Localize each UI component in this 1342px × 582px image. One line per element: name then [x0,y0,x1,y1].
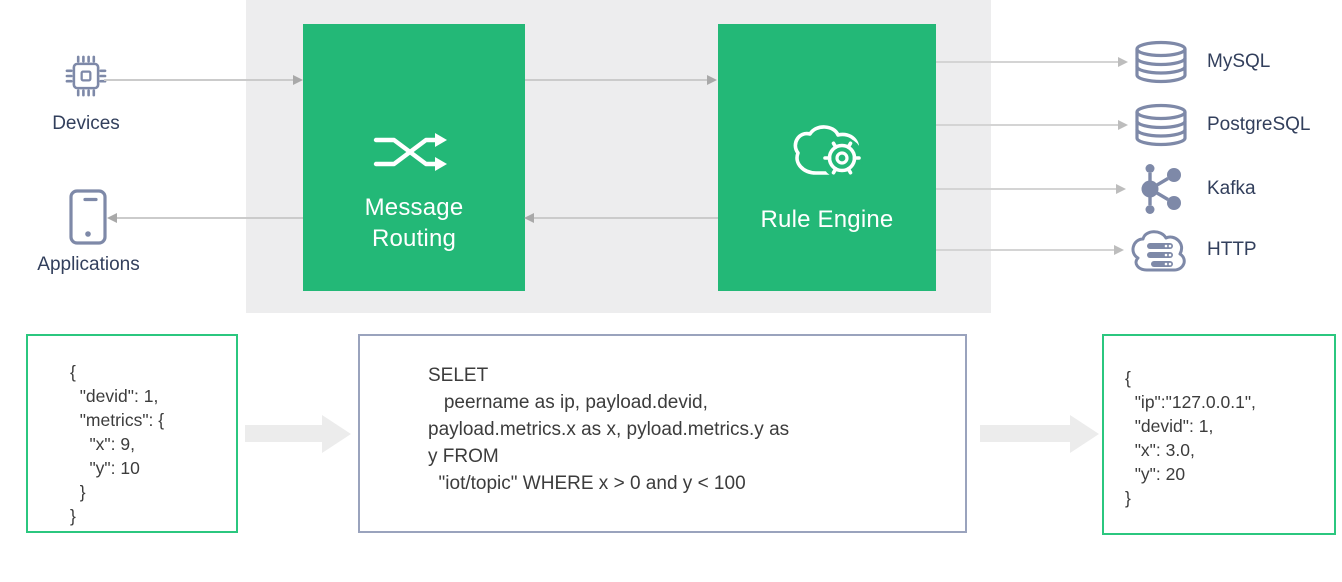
kafka-nodes-icon [1130,163,1192,215]
rule-sql-text: SELET peername as ip, payload.devid, pay… [428,365,790,494]
postgresql-label: PostgreSQL [1207,114,1311,135]
sink-row-mysql: MySQL [1130,34,1342,90]
rule-sql-box: SELET peername as ip, payload.devid, pay… [358,334,967,533]
kafka-label: Kafka [1207,178,1256,199]
sink-row-postgresql: PostgreSQL [1130,97,1342,153]
arrow-devices-to-routing-line [104,79,296,81]
arrow-routing-to-rule-line [525,79,710,81]
http-cloud-server-icon [1130,223,1192,277]
rule-engine-box: Rule Engine [718,24,936,291]
output-payload-json: { "ip":"127.0.0.1", "devid": 1, "x": 3.0… [1125,368,1256,508]
mysql-label: MySQL [1207,51,1271,72]
devices-label: Devices [52,113,120,134]
arrow-rule-to-routing-head [524,213,534,223]
arrow-rule-to-mysql-head [1118,57,1128,67]
arrow-routing-to-rule-head [707,75,717,85]
shuffle-icon [373,130,455,179]
arrow-rule-to-kafka-head [1116,184,1126,194]
arrow-devices-to-routing-head [293,75,303,85]
sink-row-kafka: Kafka [1130,161,1342,217]
sink-row-http: HTTP [1130,222,1342,278]
arrow-rule-to-mysql-line [936,61,1120,63]
applications-label: Applications [37,254,140,275]
input-payload-box: { "devid": 1, "metrics": { "x": 9, "y": … [26,334,238,533]
message-routing-label: Message Routing [364,194,464,252]
input-payload-json: { "devid": 1, "metrics": { "x": 9, "y": … [70,362,165,526]
arrow-rule-to-postgresql-head [1118,120,1128,130]
mysql-database-icon [1130,40,1192,84]
message-routing-box: Message Routing [303,24,525,291]
block-arrow-input-to-sql-body [245,425,323,442]
arrow-rule-to-routing-line [533,217,718,219]
rule-engine-label: Rule Engine [760,206,894,233]
arrow-rule-to-http-head [1114,245,1124,255]
postgresql-database-icon [1130,103,1192,147]
block-arrow-sql-to-output-head [1070,415,1099,453]
arrow-routing-to-applications-head [107,213,117,223]
block-arrow-sql-to-output-body [980,425,1071,442]
arrow-routing-to-applications-line [116,217,303,219]
cloud-gear-icon [786,124,874,187]
http-label: HTTP [1207,239,1257,260]
devices-icon [60,48,112,109]
block-arrow-input-to-sql-head [322,415,351,453]
arrow-rule-to-kafka-line [936,188,1118,190]
arrow-rule-to-http-line [936,249,1116,251]
arrow-rule-to-postgresql-line [936,124,1120,126]
output-payload-box: { "ip":"127.0.0.1", "devid": 1, "x": 3.0… [1102,334,1336,535]
applications-icon [69,189,107,250]
